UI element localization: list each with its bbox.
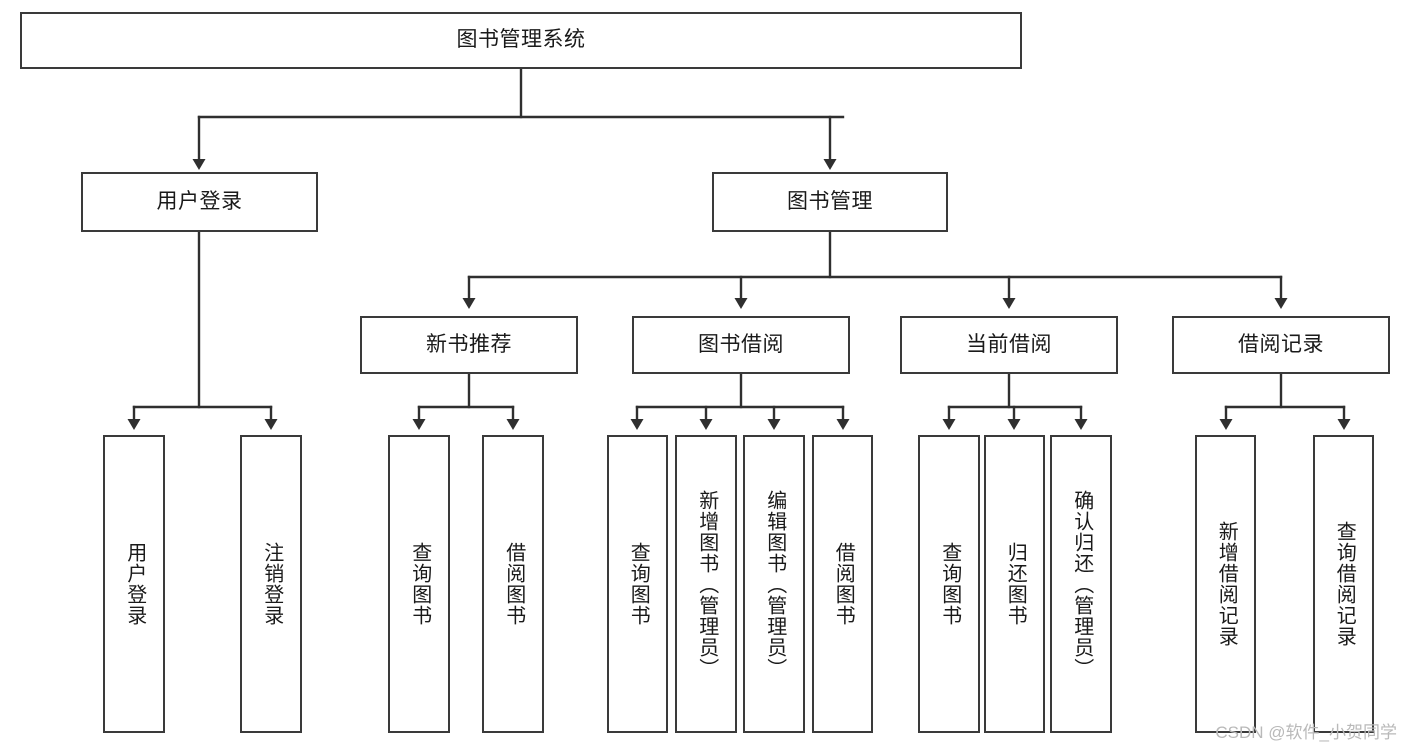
leaf-query-book-current[interactable]: 查询图书 <box>918 435 980 733</box>
node-user-login-label: 用户登录 <box>156 189 243 213</box>
node-new-book-recommend-label: 新书推荐 <box>426 332 512 356</box>
leaf-edit-book-admin[interactable]: 编辑图书（管理员） <box>743 435 805 733</box>
leaf-add-book-admin-label: 新增图书（管理员） <box>695 489 718 679</box>
leaf-add-borrow-record[interactable]: 新增借阅记录 <box>1195 435 1256 733</box>
node-borrow-record-label: 借阅记录 <box>1238 332 1324 356</box>
leaf-query-book-newbook-label: 查询图书 <box>408 542 431 626</box>
leaf-user-login[interactable]: 用户登录 <box>103 435 165 733</box>
node-book-borrow-label: 图书借阅 <box>698 332 784 356</box>
leaf-query-book-borrow-label: 查询图书 <box>627 542 650 626</box>
node-root[interactable]: 图书管理系统 <box>20 12 1022 69</box>
node-current-borrow[interactable]: 当前借阅 <box>900 316 1118 374</box>
node-book-management[interactable]: 图书管理 <box>712 172 948 232</box>
leaf-borrow-book-newbook-label: 借阅图书 <box>502 542 525 626</box>
node-new-book-recommend[interactable]: 新书推荐 <box>360 316 578 374</box>
leaf-query-borrow-record-label: 查询借阅记录 <box>1333 521 1356 647</box>
node-current-borrow-label: 当前借阅 <box>966 332 1052 356</box>
leaf-add-borrow-record-label: 新增借阅记录 <box>1215 521 1238 647</box>
leaf-edit-book-admin-label: 编辑图书（管理员） <box>763 489 786 679</box>
leaf-add-book-admin[interactable]: 新增图书（管理员） <box>675 435 737 733</box>
leaf-query-book-borrow[interactable]: 查询图书 <box>607 435 668 733</box>
leaf-return-book[interactable]: 归还图书 <box>984 435 1045 733</box>
leaf-confirm-return-admin[interactable]: 确认归还（管理员） <box>1050 435 1112 733</box>
leaf-confirm-return-admin-label: 确认归还（管理员） <box>1070 489 1093 679</box>
leaf-query-book-newbook[interactable]: 查询图书 <box>388 435 450 733</box>
leaf-query-book-current-label: 查询图书 <box>938 542 961 626</box>
leaf-logout-label: 注销登录 <box>260 542 283 626</box>
leaf-user-login-label: 用户登录 <box>123 542 146 626</box>
leaf-return-book-label: 归还图书 <box>1004 542 1027 626</box>
leaf-borrow-book[interactable]: 借阅图书 <box>812 435 873 733</box>
leaf-borrow-book-label: 借阅图书 <box>832 542 855 626</box>
node-book-borrow[interactable]: 图书借阅 <box>632 316 850 374</box>
node-root-label: 图书管理系统 <box>456 28 586 52</box>
node-borrow-record[interactable]: 借阅记录 <box>1172 316 1390 374</box>
leaf-query-borrow-record[interactable]: 查询借阅记录 <box>1313 435 1374 733</box>
node-user-login[interactable]: 用户登录 <box>81 172 318 232</box>
leaf-logout[interactable]: 注销登录 <box>240 435 302 733</box>
watermark: CSDN @软件_小贺同学 <box>1215 723 1397 742</box>
leaf-borrow-book-newbook[interactable]: 借阅图书 <box>482 435 544 733</box>
node-book-management-label: 图书管理 <box>787 189 873 213</box>
